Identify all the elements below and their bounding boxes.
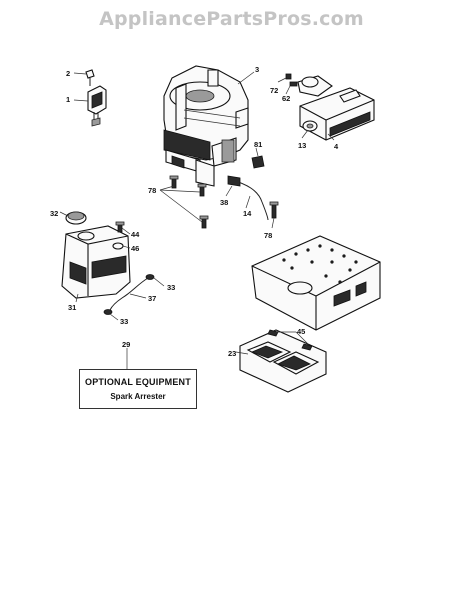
leader-4 — [327, 133, 335, 141]
leader-78b — [271, 217, 275, 229]
leader-72 — [277, 77, 287, 83]
callout-38: 38 — [220, 198, 228, 207]
callout-3: 3 — [255, 65, 259, 74]
leader-38 — [225, 185, 233, 197]
shield-screws — [267, 329, 313, 351]
leader-78a — [159, 185, 175, 191]
leader-13 — [301, 129, 309, 139]
callout-14: 14 — [243, 209, 252, 218]
chassis-plate — [251, 235, 381, 331]
leader-33a — [153, 277, 165, 287]
callout-45: 45 — [297, 327, 305, 336]
fuel-cap — [65, 211, 87, 225]
chassis-holes — [282, 244, 358, 284]
callout-23: 23 — [228, 349, 236, 358]
callout-62: 62 — [282, 94, 290, 103]
optional-equipment-title: OPTIONAL EQUIPMENT — [85, 377, 191, 387]
callout-81: 81 — [254, 140, 262, 149]
callout-78-left: 78 — [148, 186, 156, 195]
engine-bolts — [169, 175, 279, 229]
leader-46 — [122, 245, 131, 249]
fuel-line — [109, 277, 149, 311]
callout-1: 1 — [66, 95, 70, 104]
heat-shield — [239, 329, 327, 393]
callout-31: 31 — [68, 303, 76, 312]
callout-33-top: 33 — [167, 283, 175, 292]
exhaust-bolts — [285, 73, 298, 87]
leader-33b — [109, 313, 119, 321]
leader-45-b — [295, 331, 309, 345]
muffler — [297, 75, 375, 141]
fuel-tank — [61, 225, 131, 299]
ignition-key — [85, 69, 95, 86]
hose-clamps — [103, 274, 155, 315]
callout-44: 44 — [131, 230, 140, 239]
callout-78-right: 78 — [264, 231, 272, 240]
callout-33-bottom: 33 — [120, 317, 128, 326]
callout-4: 4 — [334, 142, 339, 151]
leader-44 — [121, 227, 131, 235]
engine — [163, 65, 249, 187]
callout-13: 13 — [298, 141, 306, 150]
leader-62 — [285, 85, 291, 95]
leader-23 — [235, 351, 249, 355]
optional-equipment-box: OPTIONAL EQUIPMENT Spark Arrester — [79, 369, 197, 409]
muffler-gasket — [302, 120, 318, 132]
callout-72: 72 — [270, 86, 278, 95]
leader-31 — [75, 293, 79, 303]
leader-37 — [129, 293, 147, 299]
tank-washer — [112, 242, 124, 250]
oil-filter — [251, 155, 265, 169]
leader-81 — [255, 147, 259, 157]
leader-78a-c — [159, 189, 203, 223]
callout-2: 2 — [66, 69, 70, 78]
leader-14 — [245, 195, 251, 209]
optional-equipment-subtitle: Spark Arrester — [110, 392, 166, 401]
callout-46: 46 — [131, 244, 139, 253]
callout-37: 37 — [148, 294, 156, 303]
ignition-switch — [87, 85, 107, 127]
watermark: AppliancePartsPros.com — [99, 8, 364, 30]
leader-1 — [73, 99, 89, 102]
callout-29: 29 — [122, 340, 130, 349]
leader-2 — [73, 72, 87, 75]
leader-3 — [237, 71, 255, 85]
fuel-hose — [227, 175, 269, 221]
leader-78a-b — [159, 189, 201, 193]
callout-32: 32 — [50, 209, 58, 218]
leader-32 — [59, 211, 69, 217]
